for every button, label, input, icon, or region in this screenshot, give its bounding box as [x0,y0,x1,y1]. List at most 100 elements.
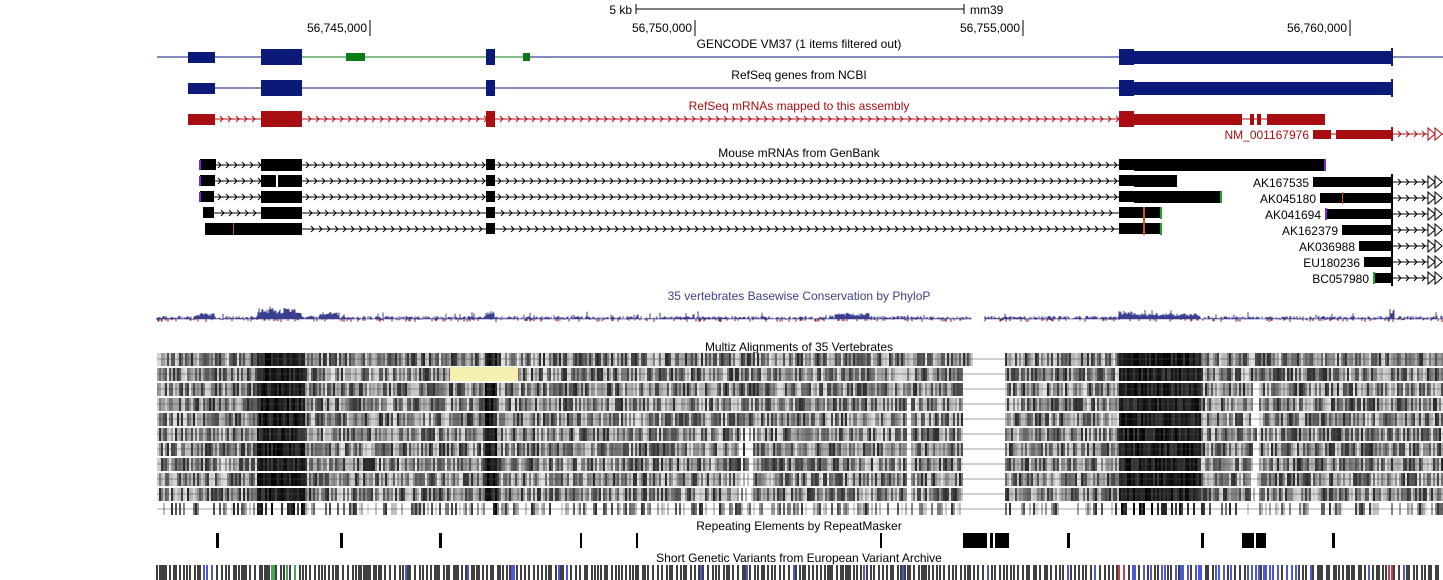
alignment-block [1105,443,1107,456]
alignment-block [275,368,277,381]
alignment-block [693,398,695,411]
alignment-block [1415,428,1417,441]
alignment-block [1227,368,1229,381]
alignment-block [1131,383,1133,396]
alignment-block [267,383,269,396]
alignment-block [285,368,287,381]
alignment-block [357,443,359,456]
alignment-block [581,443,583,456]
alignment-block [407,383,409,396]
alignment-block [239,413,241,426]
alignment-block [517,428,519,441]
alignment-block [323,458,325,471]
alignment-block [1063,353,1065,366]
alignment-block [871,398,873,411]
alignment-block [275,458,277,471]
alignment-block [567,398,569,411]
track-phylop[interactable]: 35 vertebrates Basewise Conservation by … [156,289,1443,322]
alignment-block [1005,383,1007,396]
alignment-block [169,353,171,366]
alignment-block [1409,443,1411,456]
alignment-block [837,368,839,381]
alignment-block [1007,413,1009,426]
alignment-block [1349,443,1351,456]
alignment-block [183,353,185,366]
alignment-block [795,353,797,366]
alignment-block [649,398,651,411]
alignment-block [623,443,625,456]
alignment-block [1009,413,1011,426]
alignment-block [309,353,311,366]
alignment-block [505,458,507,471]
alignment-block [1341,383,1343,396]
alignment-block [797,398,799,411]
alignment-block [245,413,247,426]
alignment-block [277,398,279,411]
alignment-block [753,398,755,411]
track-refseq-ncbi[interactable]: RefSeq genes from NCBI [188,68,1393,97]
alignment-block [667,458,669,471]
alignment-block [755,413,757,426]
alignment-block [951,443,953,456]
alignment-block [1193,383,1195,396]
alignment-block [1007,458,1009,471]
alignment-block [1319,443,1321,456]
alignment-block [1209,353,1211,366]
alignment-block [1051,398,1053,411]
alignment-block [1357,368,1359,381]
alignment-block [529,458,531,471]
alignment-block [765,353,767,366]
mrna-block [1364,257,1392,267]
alignment-block [953,398,955,411]
mrna-block [200,175,215,186]
alignment-block [537,353,539,366]
alignment-block [187,428,189,441]
alignment-block [903,383,905,396]
alignment-block [723,413,725,426]
alignment-block [717,353,719,366]
alignment-block [891,368,893,381]
alignment-block [1187,413,1189,426]
alignment-block [465,458,467,471]
alignment-block [457,398,459,411]
alignment-block [535,443,537,456]
alignment-block [1289,398,1291,411]
alignment-block [517,413,519,426]
alignment-block [367,428,369,441]
alignment-block [1369,353,1371,366]
alignment-block [907,383,909,396]
track-gencode[interactable]: GENCODE VM37 (1 items filtered out) [157,37,1443,66]
alignment-block [427,383,429,396]
alignment-block [1017,458,1019,471]
alignment-block [1115,458,1117,471]
alignment-block [1029,398,1031,411]
alignment-block [367,353,369,366]
track-mouse-mrna[interactable]: Mouse mRNAs from GenBank AK167535 AK0451… [199,146,1443,286]
alignment-block [809,383,811,396]
alignment-block [571,398,573,411]
alignment-block [293,428,295,441]
alignment-block [305,368,307,381]
alignment-block [865,368,867,381]
alignment-block [703,383,705,396]
alignment-block [1393,398,1395,411]
strand-end-arrow [1434,206,1443,222]
alignment-block [817,353,819,366]
alignment-block [1025,368,1027,381]
alignment-block [447,428,449,441]
track-multiz[interactable]: Multiz Alignments of 35 Vertebrates [157,340,1443,515]
alignment-block [649,443,651,456]
alignment-block [305,383,307,396]
track-refseq-mrna[interactable]: RefSeq mRNAs mapped to this assembly NM_… [188,99,1443,142]
alignment-block [653,443,655,456]
alignment-block [247,398,249,411]
alignment-block [279,428,281,441]
alignment-block [539,458,541,471]
alignment-block [1279,383,1281,396]
alignment-block [625,368,627,381]
alignment-block [923,443,925,456]
alignment-block [1027,443,1029,456]
alignment-block [435,443,437,456]
alignment-block [229,353,231,366]
alignment-block [643,353,645,366]
